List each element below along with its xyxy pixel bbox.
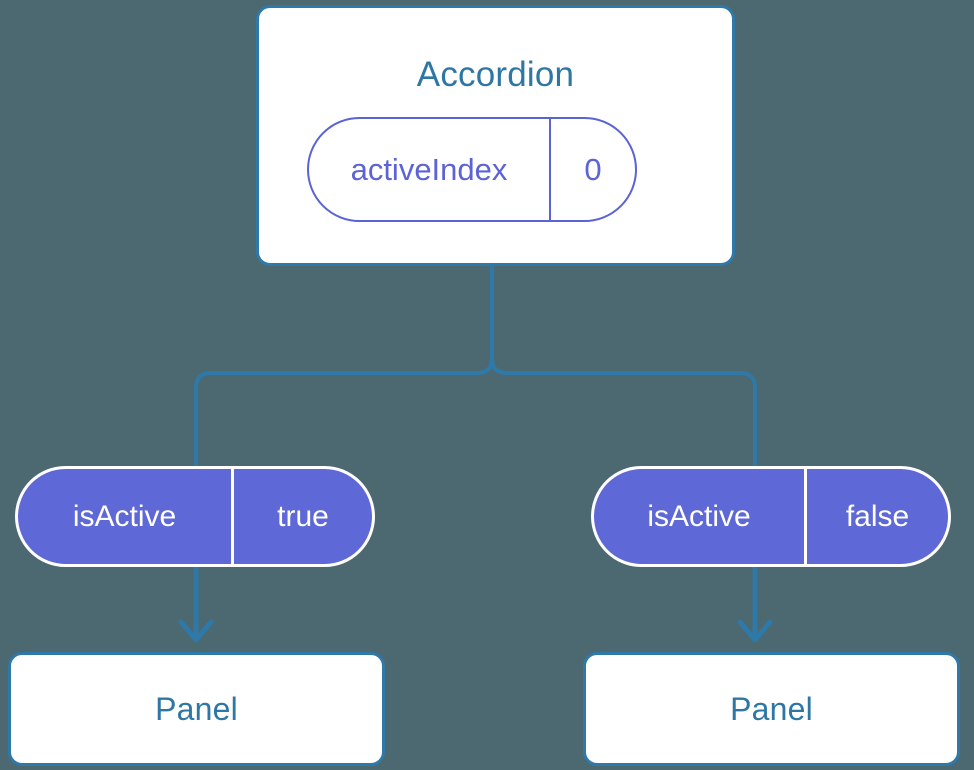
connector-left-branch: [194, 264, 494, 468]
connector-right-branch: [490, 264, 757, 468]
arrow-right-head: [737, 619, 773, 643]
node-panel-left[interactable]: Panel: [8, 652, 385, 766]
prop-badge-is-active-true-value: true: [231, 469, 372, 564]
arrow-left-head: [178, 619, 214, 643]
prop-badge-is-active-true[interactable]: isActive true: [15, 466, 375, 567]
prop-badge-is-active-true-key: isActive: [72, 499, 177, 533]
node-panel-right[interactable]: Panel: [583, 652, 960, 766]
prop-badge-is-active-false-value: false: [804, 469, 948, 564]
state-badge-active-index[interactable]: activeIndex 0: [307, 117, 637, 222]
state-badge-active-index-value: 0: [549, 119, 635, 220]
prop-badge-is-active-false[interactable]: isActive false: [591, 466, 951, 567]
state-badge-active-index-key: activeIndex: [350, 151, 508, 187]
prop-badge-is-active-false-key: isActive: [647, 499, 751, 533]
node-panel-right-label: Panel: [730, 690, 813, 727]
node-panel-left-label: Panel: [155, 690, 238, 727]
node-accordion-label: Accordion: [416, 55, 575, 94]
